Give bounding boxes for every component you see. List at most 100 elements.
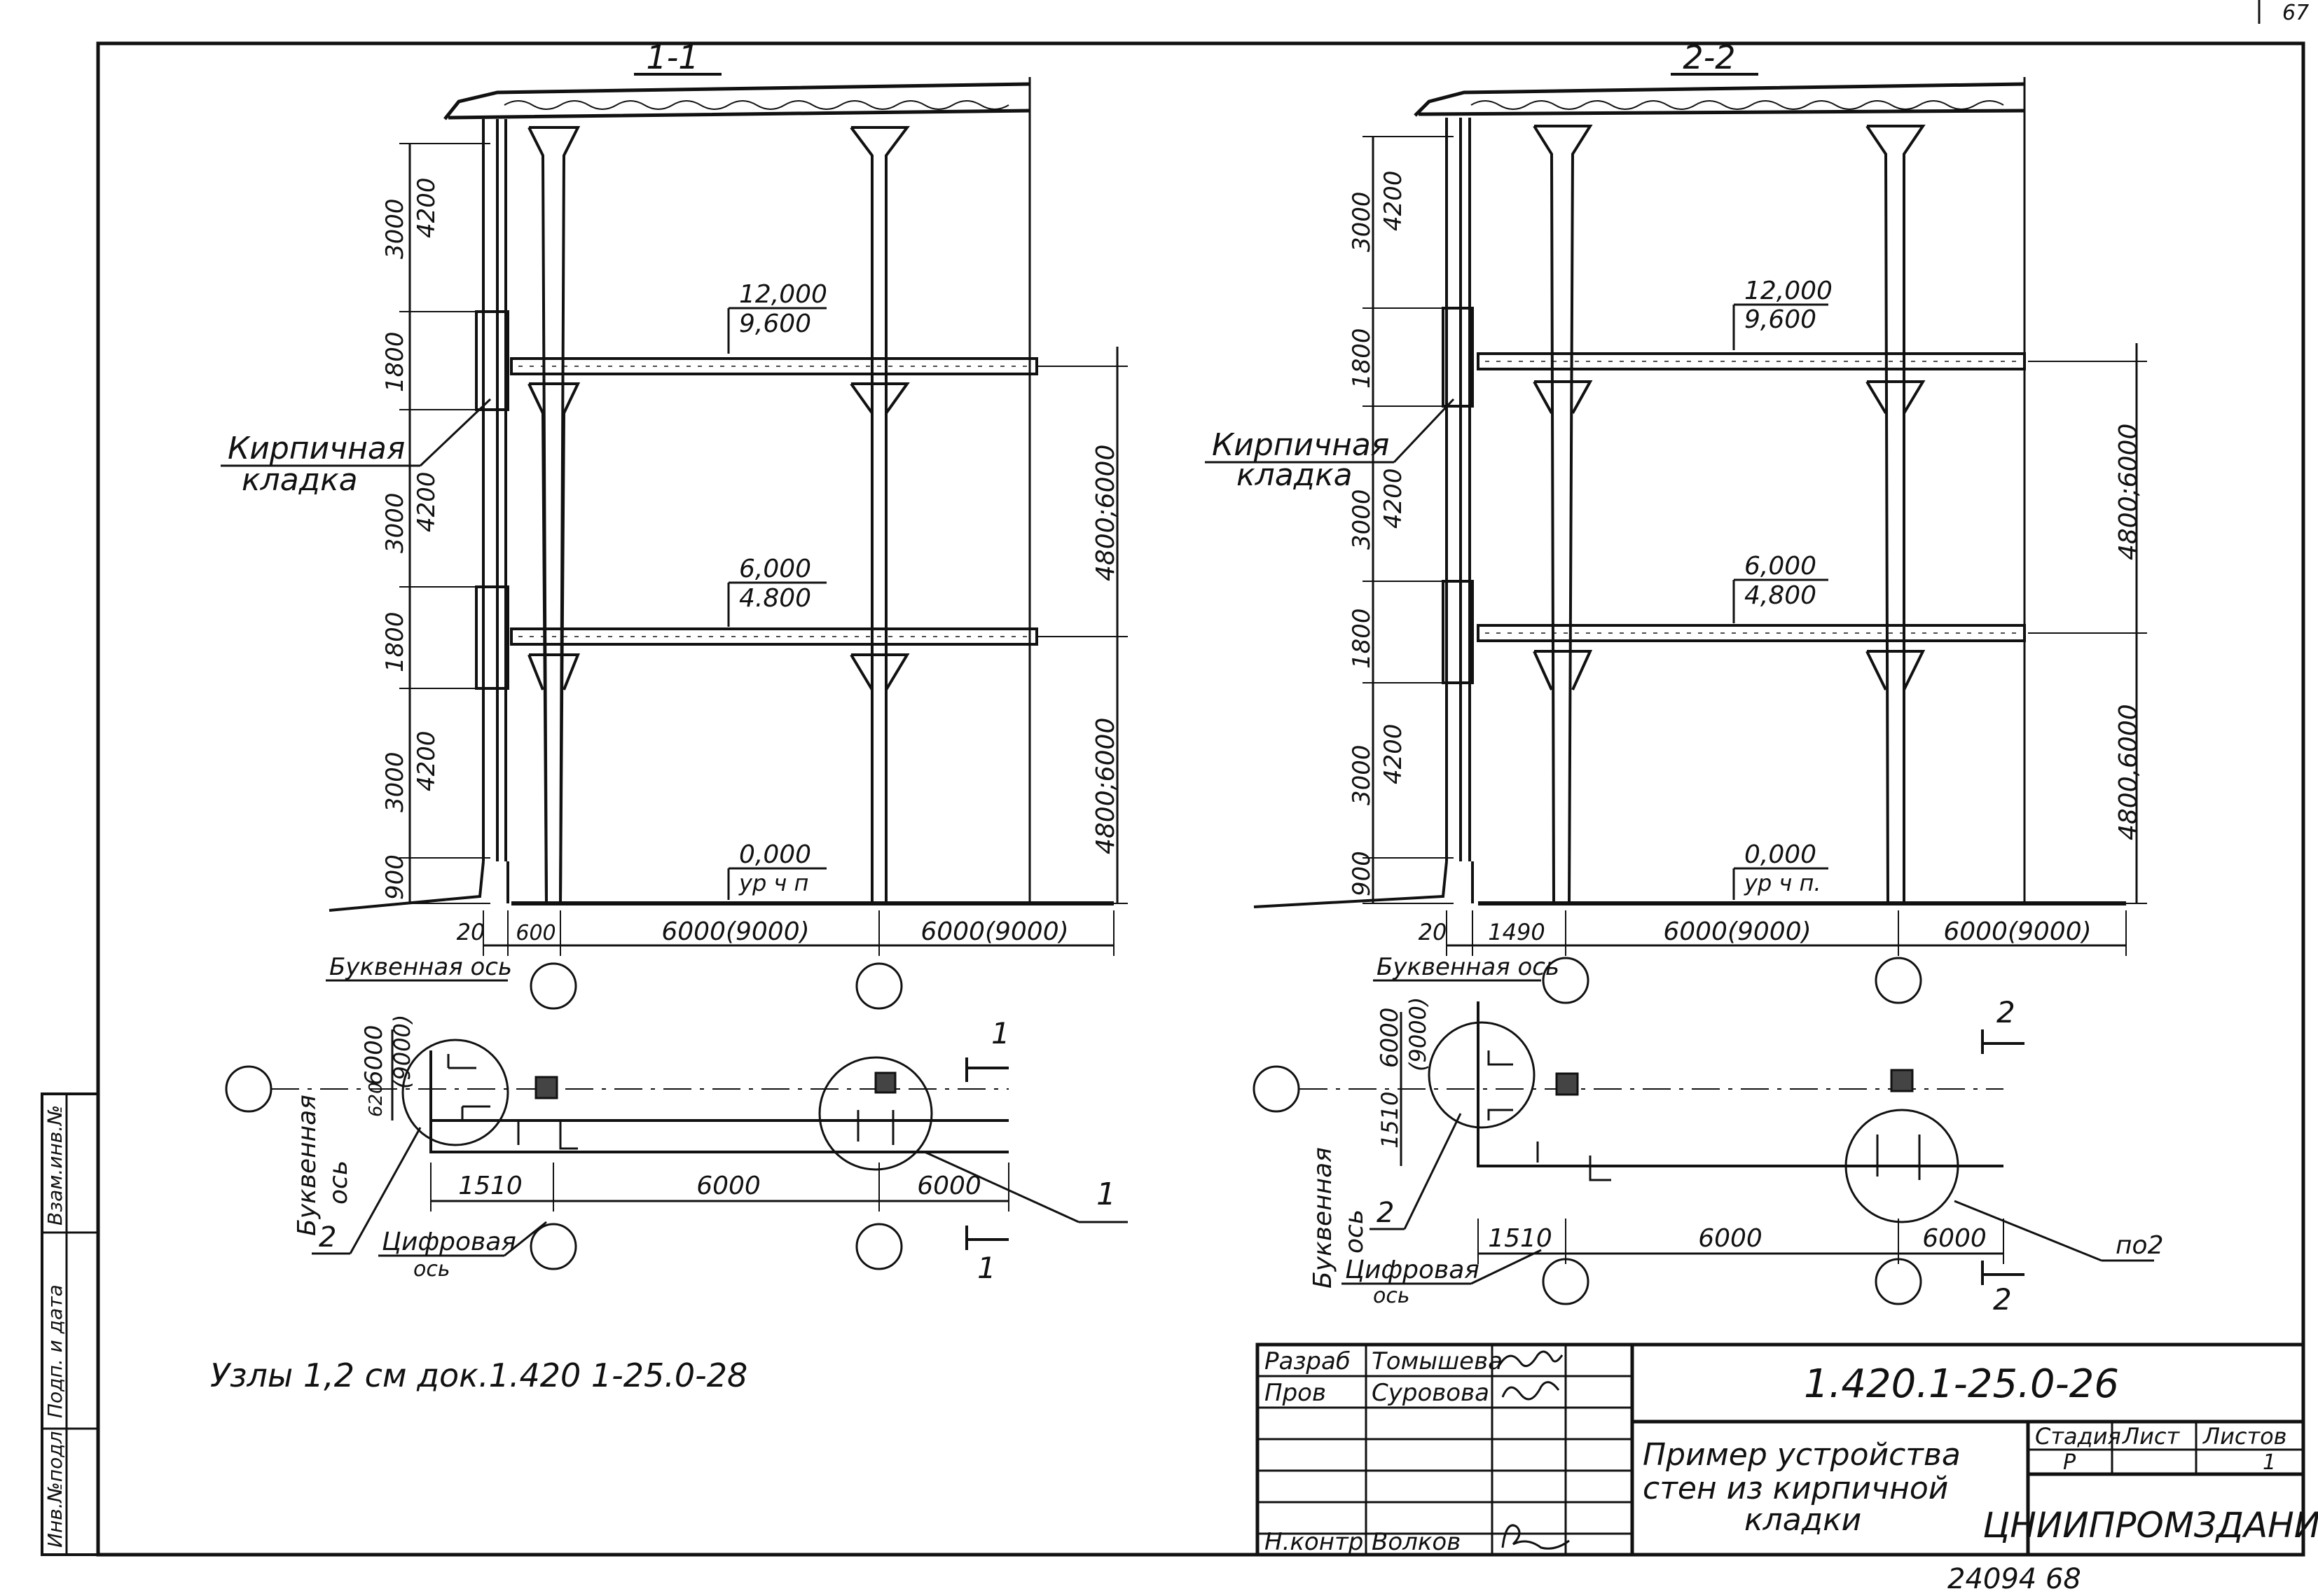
dim: 4800,6000	[2114, 704, 2143, 840]
dim: 1510	[1377, 1092, 1403, 1149]
right-dimensions: 4800;6000 4800;6000	[1037, 347, 1128, 904]
left-dimensions: 3000 4200 1800 3000 4200 1800 3000 4200 …	[381, 143, 490, 904]
axis-bubble	[1875, 1258, 1922, 1305]
level-top: 0,000	[1744, 840, 1816, 869]
stamp-replace: Взам.инв.№	[43, 1105, 67, 1226]
title-block: Разраб Пров Н.контр Томышева Суровова Во…	[1255, 1342, 2318, 1557]
dim: 3000	[381, 198, 409, 259]
side-stamp: Инв.№подл Подп. и дата Взам.инв.№	[41, 1092, 99, 1556]
callout-number: по2	[2116, 1231, 2163, 1260]
dim: 4200	[1379, 723, 1407, 784]
dim: 6000	[1698, 1224, 1762, 1253]
dim: 4200	[413, 471, 441, 532]
level-bottom: ур ч п.	[1744, 870, 1821, 896]
column-node	[818, 1056, 933, 1171]
section-mark: 1	[991, 1016, 1010, 1050]
level-top: 12,000	[1744, 277, 1833, 305]
tb-role: Н.контр	[1264, 1528, 1363, 1556]
corner-number: 67	[2282, 1, 2309, 25]
footer-code: 24094 68	[1947, 1563, 2081, 1593]
organization: ЦНИИПРОМЗДАНИЙ	[1982, 1504, 2318, 1546]
axis-bubble	[530, 1223, 577, 1270]
dim: 1510	[1488, 1224, 1552, 1253]
axis-bubble	[1875, 957, 1922, 1004]
tb-value: Р	[2063, 1450, 2076, 1475]
axis-bubble	[225, 1065, 272, 1113]
section-1-1: 1-1 12,000	[221, 39, 1128, 1010]
dim: 20	[1419, 919, 1447, 945]
dim: 1800	[381, 331, 409, 392]
dim: (9000)	[389, 1015, 415, 1089]
section-mark: 2	[1993, 1282, 2012, 1317]
digit-axis-label: Цифровая	[382, 1228, 516, 1256]
letter-axis-label: Буквенная ось	[1377, 953, 1559, 981]
dim: 4800;6000	[1091, 718, 1120, 854]
axis-bubble	[1542, 1258, 1589, 1305]
dim: 900	[381, 854, 409, 900]
dim: 4200	[413, 177, 441, 238]
doc-title: Пример устройства	[1643, 1437, 1961, 1473]
section-mark: 2	[1996, 995, 2015, 1029]
digit-axis-label: Цифровая	[1345, 1256, 1479, 1284]
dim: 6000(9000)	[661, 917, 809, 946]
brick-label: Кирпичная	[228, 431, 405, 466]
dim: 900	[1348, 851, 1376, 896]
level-bottom: 4.800	[739, 584, 811, 613]
dim: 6000(9000)	[1663, 917, 1811, 946]
dim: 6000(9000)	[1943, 917, 2091, 946]
level-top: 6,000	[739, 555, 811, 583]
level-marks: 12,000 9,600 6,000 4,800 0,000 ур ч п.	[1732, 277, 1833, 900]
plan-2: 6000 (9000) 1510 1510 6000 6000 Буквенна…	[1253, 995, 2163, 1317]
sheet-frame	[96, 41, 2305, 1557]
floor-slabs	[1477, 77, 2126, 905]
right-dimensions: 4800;6000 4800,6000	[2028, 343, 2147, 904]
floor-slabs	[510, 77, 1114, 905]
dim: 6000	[917, 1172, 981, 1200]
dim: 6000	[1376, 1007, 1404, 1068]
dim: 4200	[1379, 468, 1407, 529]
axis-bubble	[855, 1223, 903, 1270]
stamp-sign: Подп. и дата	[43, 1284, 67, 1418]
level-top: 0,000	[739, 840, 811, 869]
bottom-dimensions: 20 1490 6000(9000) 6000(9000)	[1419, 910, 2127, 956]
dim: 3000	[381, 492, 409, 553]
axis-bubble	[855, 962, 903, 1010]
dim: 1510	[458, 1172, 523, 1200]
tb-header: Лист	[2122, 1423, 2180, 1450]
column-section	[1890, 1069, 1914, 1092]
signature	[1498, 1350, 1564, 1368]
note-text: Узлы 1,2 см док.1.420 1-25.0-28	[210, 1356, 747, 1394]
stamp-inv: Инв.№подл	[43, 1431, 67, 1548]
level-top: 6,000	[1744, 552, 1816, 581]
column-section	[534, 1076, 558, 1099]
digit-axis-label: ось	[1373, 1284, 1410, 1308]
digit-axis-label: ось	[413, 1257, 450, 1282]
dim: 1490	[1488, 919, 1545, 945]
tb-header: Стадия	[2035, 1423, 2121, 1450]
column-node	[401, 1039, 509, 1146]
level-marks: 12,000 9,600 6,000 4.800 0,000 ур ч п	[727, 280, 827, 900]
level-top: 12,000	[739, 280, 827, 309]
level-bottom: ур ч п	[738, 870, 808, 896]
callout-number: 2	[1377, 1197, 1394, 1229]
callout-number: 2	[319, 1221, 336, 1254]
level-bottom: 4,800	[1744, 581, 1816, 610]
dim: 6000	[696, 1172, 761, 1200]
dim: 1800	[1348, 608, 1376, 669]
tb-name: Волков	[1372, 1528, 1461, 1556]
letter-axis-label: Буквенная	[1309, 1147, 1337, 1289]
columns	[1533, 125, 1926, 904]
brick-infill	[475, 310, 509, 411]
plan-1: 6000 (9000) 620 1510 6000 6000 Буквенная…	[225, 1015, 1128, 1285]
tb-role: Разраб	[1264, 1347, 1351, 1375]
tb-header: Листов	[2202, 1423, 2287, 1450]
dim: 1800	[1348, 328, 1376, 389]
column-section	[874, 1071, 897, 1094]
dim: 1800	[381, 611, 409, 672]
tb-role: Пров	[1264, 1379, 1326, 1407]
dim: 3000	[381, 751, 409, 812]
column-node	[1428, 1021, 1536, 1129]
level-bottom: 9,600	[1744, 305, 1816, 334]
dim: 620	[366, 1082, 387, 1117]
